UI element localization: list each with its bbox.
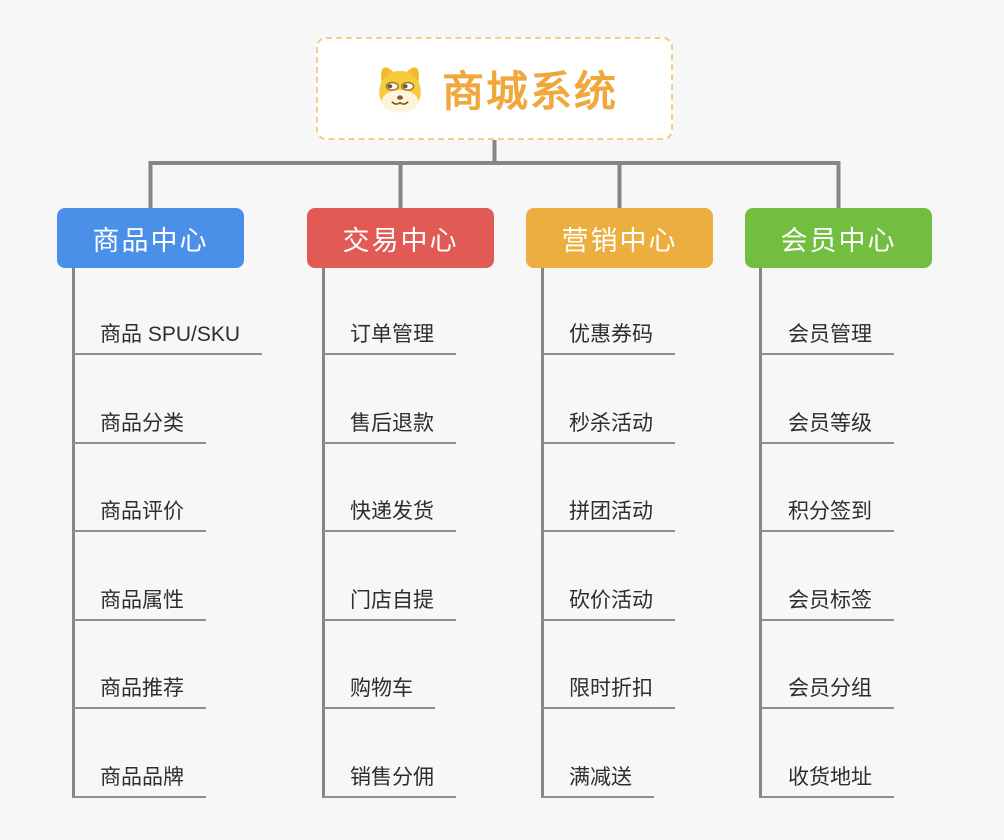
subtopic[interactable]: 快递发货 — [323, 499, 456, 532]
branch-header-marketing-center[interactable]: 营销中心 — [526, 208, 713, 268]
subtopic[interactable]: 商品属性 — [73, 588, 206, 621]
subtopic[interactable]: 拼团活动 — [542, 499, 675, 532]
subtopic[interactable]: 秒杀活动 — [542, 411, 675, 444]
subtopic[interactable]: 砍价活动 — [542, 588, 675, 621]
subtopic[interactable]: 订单管理 — [323, 322, 456, 355]
subtopic[interactable]: 商品推荐 — [73, 676, 206, 709]
root-topic[interactable]: 商城系统 — [316, 37, 673, 140]
subtopic[interactable]: 积分签到 — [761, 499, 894, 532]
subtopic[interactable]: 会员管理 — [761, 322, 894, 355]
doge-icon — [379, 66, 421, 113]
branch-header-product-center[interactable]: 商品中心 — [57, 208, 244, 268]
subtopic[interactable]: 限时折扣 — [542, 676, 675, 709]
branch-header-trade-center[interactable]: 交易中心 — [307, 208, 494, 268]
subtopic[interactable]: 购物车 — [323, 676, 435, 709]
subtopic[interactable]: 商品品牌 — [73, 765, 206, 798]
branch-marketing-center: 营销中心 优惠券码 秒杀活动 拼团活动 砍价活动 限时折扣 满减送 — [526, 208, 713, 798]
branch-trade-center: 交易中心 订单管理 售后退款 快递发货 门店自提 购物车 销售分佣 — [307, 208, 494, 798]
subtopic[interactable]: 售后退款 — [323, 411, 456, 444]
subtopic[interactable]: 收货地址 — [761, 765, 894, 798]
subtopic[interactable]: 商品分类 — [73, 411, 206, 444]
branch-member-center: 会员中心 会员管理 会员等级 积分签到 会员标签 会员分组 收货地址 — [745, 208, 932, 798]
branch-product-center: 商品中心 商品 SPU/SKU 商品分类 商品评价 商品属性 商品推荐 商品品牌 — [57, 208, 263, 798]
subtopic[interactable]: 销售分佣 — [323, 765, 456, 798]
subtopic[interactable]: 会员分组 — [761, 676, 894, 709]
subtopic[interactable]: 商品评价 — [73, 499, 206, 532]
subtopic[interactable]: 会员标签 — [761, 588, 894, 621]
root-topic-title: 商城系统 — [441, 68, 618, 115]
subtopic[interactable]: 商品 SPU/SKU — [73, 322, 263, 355]
subtopic[interactable]: 满减送 — [542, 765, 654, 798]
subtopic[interactable]: 会员等级 — [761, 411, 894, 444]
branch-header-member-center[interactable]: 会员中心 — [745, 208, 932, 268]
subtopic[interactable]: 门店自提 — [323, 588, 456, 621]
subtopic[interactable]: 优惠券码 — [542, 322, 675, 355]
